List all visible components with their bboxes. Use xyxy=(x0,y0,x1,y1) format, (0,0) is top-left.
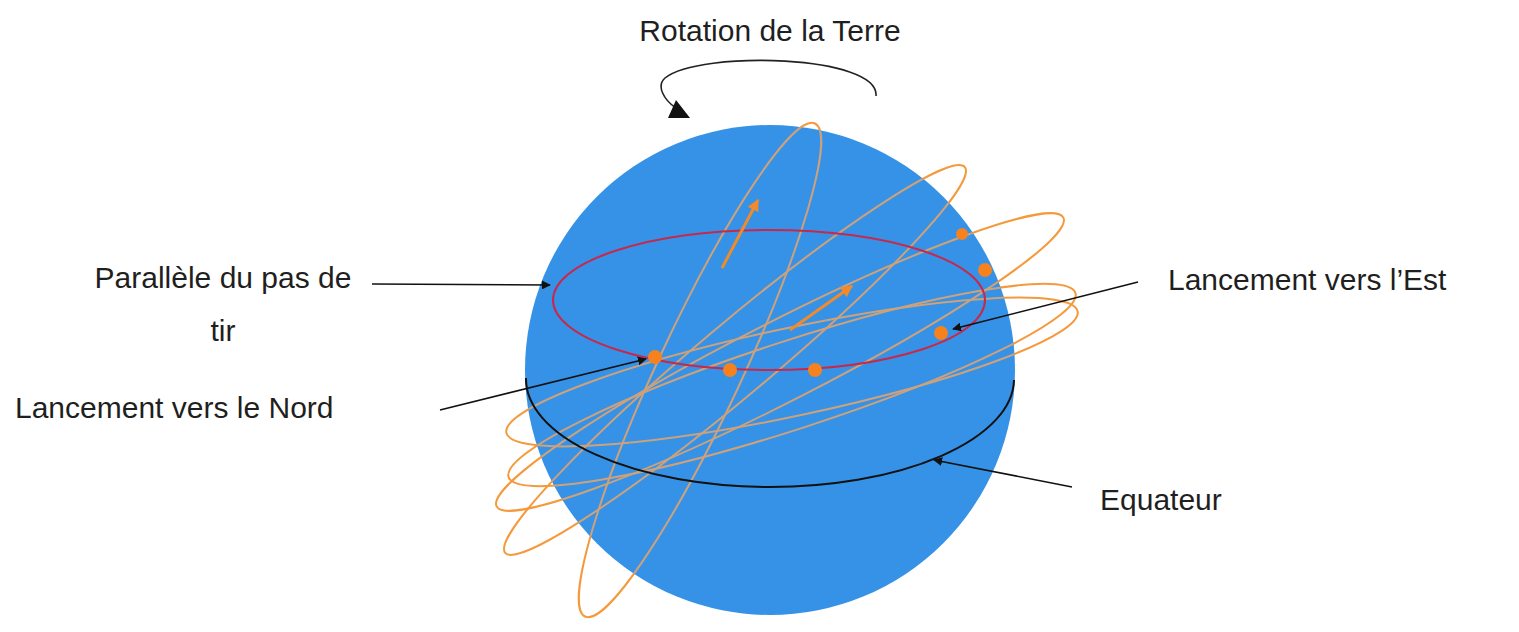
rotation-label: Rotation de la Terre xyxy=(560,5,980,58)
leader-arrows xyxy=(372,282,1138,487)
launch-points xyxy=(648,228,992,377)
parallel-label: Parallèle du pas de tir xyxy=(88,252,358,357)
launch-label: Lancement vers le Nord xyxy=(15,382,435,435)
launch-parallel xyxy=(553,230,985,370)
rotation-arrow xyxy=(661,60,876,108)
equator-label: Equateur xyxy=(1100,474,1400,527)
equator-line xyxy=(526,378,1014,487)
orbits-front xyxy=(479,106,1090,632)
launch-direction-arrow xyxy=(722,200,758,268)
orbits-back xyxy=(479,106,1090,632)
launch-direction-arrow xyxy=(790,286,852,330)
launch-label: Lancement vers l’Est xyxy=(1168,254,1498,307)
rotation-arrowhead xyxy=(668,100,690,118)
